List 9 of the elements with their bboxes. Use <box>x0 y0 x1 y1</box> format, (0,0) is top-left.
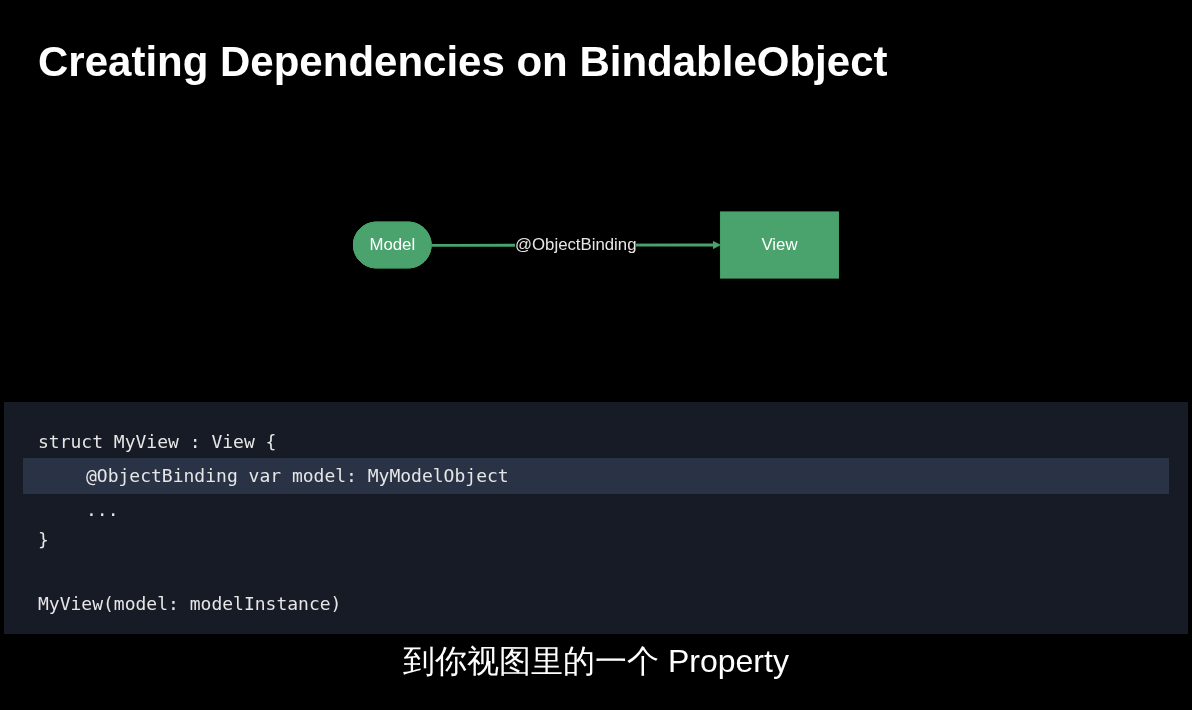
code-line: MyView(model: modelInstance) <box>38 592 342 616</box>
code-line: struct MyView : View { <box>38 430 277 454</box>
subtitle: 到你视图里的一个 Property <box>403 642 789 681</box>
code-line: } <box>38 528 49 552</box>
node-box: View <box>719 211 839 279</box>
code-line: ... <box>86 498 119 522</box>
slide-title: Creating Dependencies on BindableObject <box>38 38 888 86</box>
edge-label: @ObjectBinding <box>514 235 637 254</box>
code-line: @ObjectBinding var model: MyModelObject <box>86 464 509 488</box>
